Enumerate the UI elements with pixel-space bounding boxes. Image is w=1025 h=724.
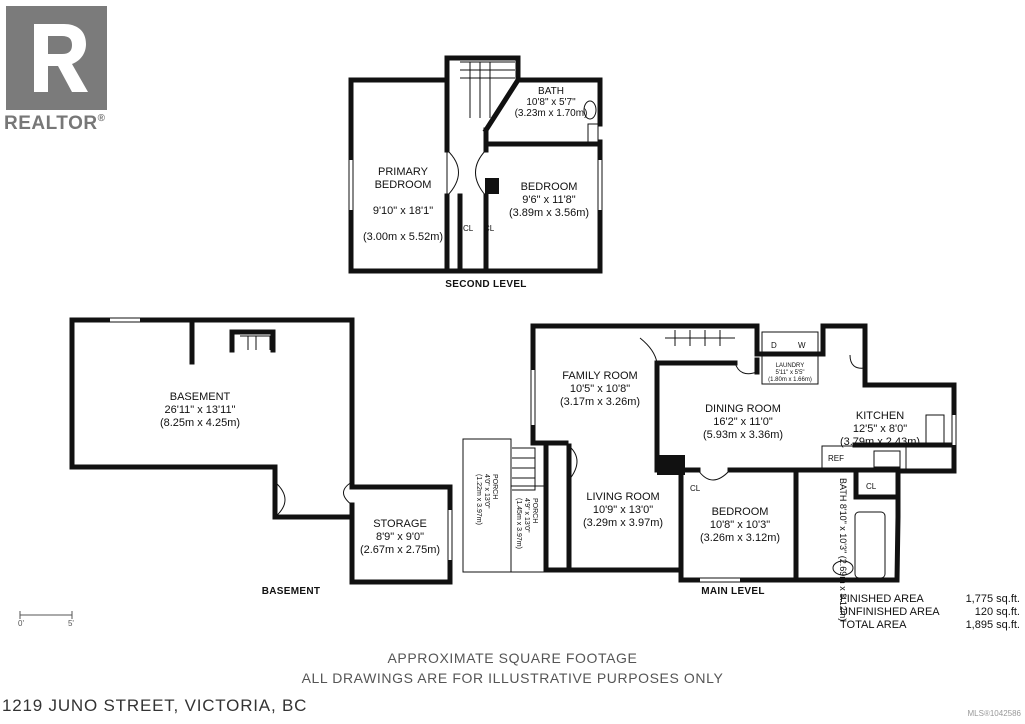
porch-outline-2 — [510, 485, 546, 573]
washer-label: W — [798, 341, 806, 350]
room-bedroom-main: BEDROOM 10'8" x 10'3" (3.26m x 3.12m) — [699, 506, 781, 544]
closet-label: CL — [866, 482, 877, 491]
second-level-partitions — [444, 76, 603, 274]
room-dining-room: DINING ROOM 16'2" x 11'0" (5.93m x 3.36m… — [702, 403, 784, 441]
closet-label: CL — [690, 484, 701, 493]
scale-labels: 0'5' — [18, 619, 74, 628]
mls-number: MLS®1042586 — [967, 709, 1022, 718]
level-basement: BASEMENT — [261, 586, 321, 597]
footer-disclaimer-1: APPROXIMATE SQUARE FOOTAGE — [387, 650, 638, 666]
room-laundry: LAUNDRY 5'11" x 5'5" (1.80m x 1.66m) — [768, 363, 812, 383]
footer-disclaimer-2: ALL DRAWINGS ARE FOR ILLUSTRATIVE PURPOS… — [301, 670, 724, 686]
refrigerator-label: REF — [828, 454, 844, 463]
realtor-logo-text: REALTOR® — [4, 113, 106, 134]
room-family-room: FAMILY ROOM 10'5" x 10'8" (3.17m x 3.26m… — [559, 370, 641, 408]
room-kitchen: KITCHEN 12'5" x 8'0" (3.79m x 2.43m) — [839, 410, 921, 448]
scale-bar — [19, 611, 73, 619]
room-living-room: LIVING ROOM 10'9" x 13'0" (3.29m x 3.97m… — [582, 491, 664, 529]
closet-label: CL — [484, 224, 495, 233]
basement-partitions — [189, 317, 276, 365]
dryer-label: D — [771, 341, 777, 350]
closet-label: CL — [463, 224, 474, 233]
room-basement: BASEMENT 26'11" x 13'11" (8.25m x 4.25m) — [159, 391, 241, 429]
room-bath-upper: BATH 10'8" x 5'7" (3.23m x 1.70m) — [514, 86, 588, 119]
level-main: MAIN LEVEL — [701, 586, 765, 597]
property-address: 1219 JUNO STREET, VICTORIA, BC — [2, 696, 308, 715]
room-bedroom-upper: BEDROOM 9'6" x 11'8" (3.89m x 3.56m) — [508, 181, 590, 219]
realtor-logo — [6, 6, 107, 110]
realtor-r-mark-icon — [34, 24, 88, 92]
room-storage: STORAGE 8'9" x 9'0" (2.67m x 2.75m) — [359, 518, 441, 556]
basement-walls — [69, 317, 453, 585]
room-primary-bedroom: PRIMARY BEDROOM 9'10" x 18'1" (3.00m x 5… — [362, 166, 444, 243]
level-second: SECOND LEVEL — [445, 279, 527, 290]
